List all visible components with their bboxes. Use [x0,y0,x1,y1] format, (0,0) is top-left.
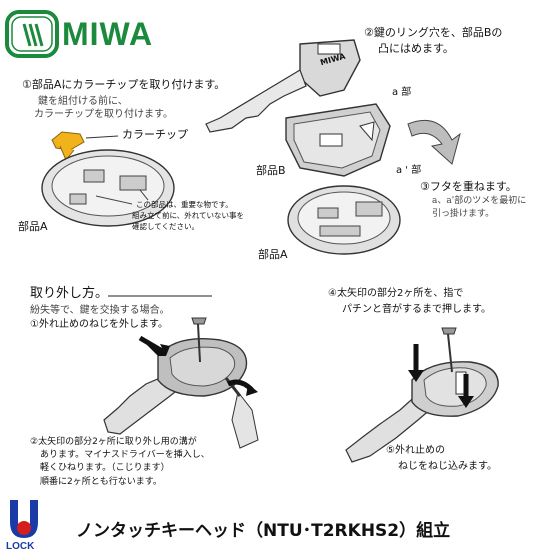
part-a-label-2: 部品A [258,248,288,261]
footer-logo-text: LOCK [6,541,35,552]
removal-subheading: 紛失等で、鍵を交換する場合。 [30,305,170,316]
removal-step2-line2: あります。マイナスドライバーを挿入し、 [40,450,210,460]
part-b-label: 部品B [256,164,286,177]
removal-step2-line3: 軽くひねります。（こじります） [40,463,170,473]
step3-heading: ③フタを重ねます。 [420,180,517,193]
step3-note-line2: 引っ掛けます。 [432,209,495,219]
caution-line1: この部品は、重要な物です。 [136,200,233,209]
screwdriver-icon [224,377,259,449]
step2-heading-line2: 凸にはめます。 [378,42,454,55]
page-title: ノンタッチキーヘッド（NTU･T2RKHS2）組立 [76,521,451,541]
rotate-arrow-icon [407,120,461,165]
u-lock-logo-icon [10,500,38,538]
step1-heading: ①部品Aにカラーチップを取り付けます。 [22,78,226,91]
reassembly-step4-line1: ④太矢印の部分2ヶ所を、指で [328,288,464,299]
part-a-prime-label: a ' 部 [396,165,422,176]
key-illustration-step2 [205,39,361,133]
step3-note-line1: a、a'部のツメを最初に [432,196,527,206]
removal-key-illustration [103,317,248,435]
part-a-region-label: a 部 [392,87,412,98]
press-arrow-icon [408,344,474,408]
part-a-label-1: 部品A [18,220,48,233]
removal-step2-line1: ②太矢印の部分2ヶ所に取り外し用の溝が [30,437,197,447]
caution-line3: 確認してください。 [132,222,200,231]
part-b-illustration [285,103,391,177]
miwa-logo-icon [5,10,59,58]
caution-line2: 組み立て前に、外れていない事を [132,211,245,220]
thick-arrow-icon [138,335,258,396]
reassembly-key-illustration [345,327,499,463]
reassembly-step4-line2: パチンと音がするまで押します。 [342,304,491,315]
reassembly-step5-line1: ⑤外れ止めの [386,445,445,456]
step1-note-line2: カラーチップを取り付けます。 [34,109,173,120]
removal-heading: 取り外し方。 [30,286,109,301]
color-chip-label: カラーチップ [122,128,188,141]
reassembly-step5-line2: ねじをねじ込みます。 [398,461,497,472]
brand-name: MIWA [62,16,154,52]
step2-heading-line1: ②鍵のリング穴を、部品Bの [364,26,503,39]
part-a-illustration-2 [287,185,401,255]
step1-note-line1: 鍵を組付ける前に、 [38,96,128,107]
removal-step2-line4: 順番に2ヶ所とも行ないます。 [40,477,162,487]
part-a-illustration-1 [41,149,175,227]
color-chip-illustration [51,131,119,161]
removal-step1: ①外れ止めのねじを外します。 [30,319,168,330]
